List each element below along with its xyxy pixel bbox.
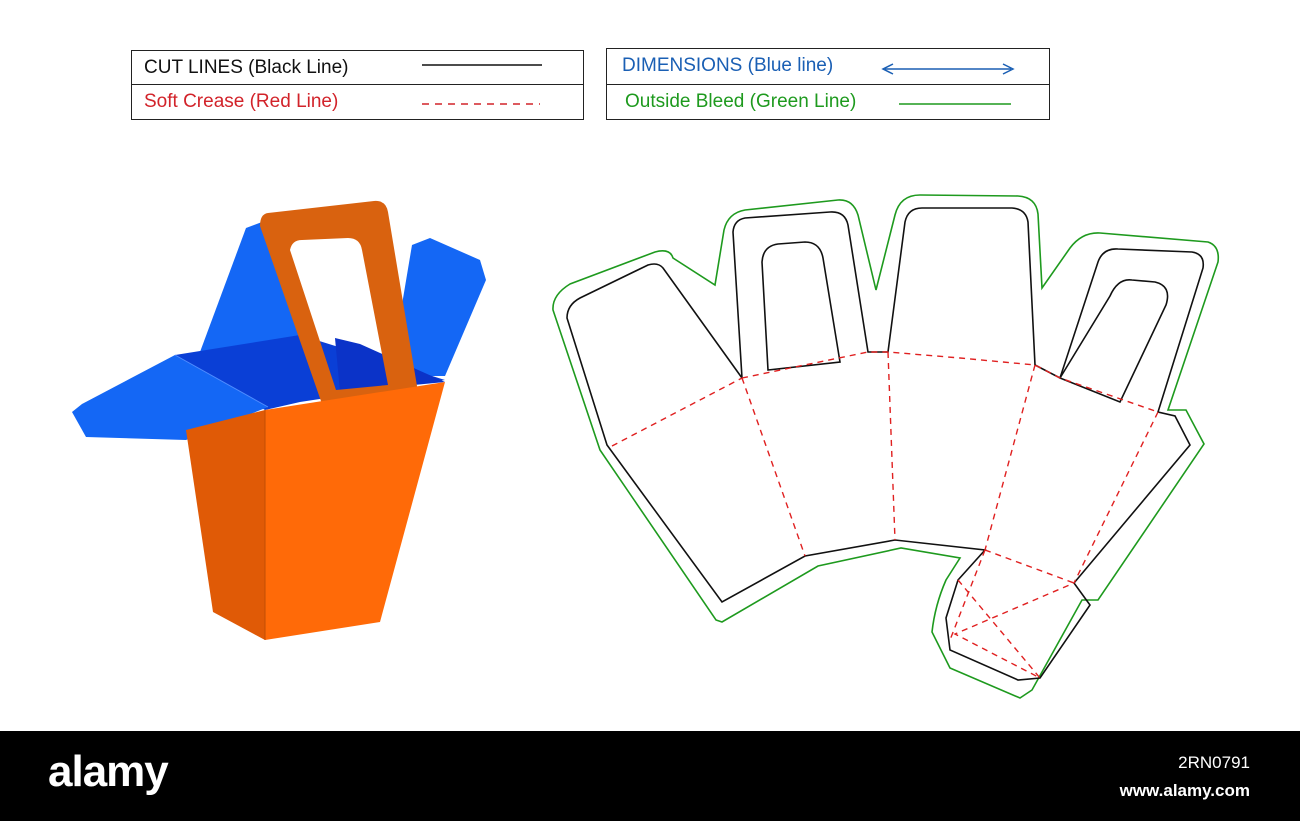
soft-crease-sample — [422, 103, 540, 105]
site-link[interactable]: www.alamy.com — [1119, 781, 1250, 800]
cut-line-sample — [422, 64, 542, 66]
footer-bar: alamy 2RN0791 www.alamy.com — [0, 731, 1300, 821]
legend-left: CUT LINES (Black Line) Soft Crease (Red … — [131, 50, 584, 120]
legend-row-soft-crease: Soft Crease (Red Line) — [132, 84, 583, 118]
crease-bottom-flap-1 — [984, 549, 1075, 584]
legend-right: DIMENSIONS (Blue line) Outside Bleed (Gr… — [606, 48, 1050, 120]
cut-outline — [566, 207, 1205, 681]
crease-left-panel — [611, 377, 743, 447]
crease-v4 — [1073, 411, 1159, 584]
crease-top-arc — [741, 351, 1159, 413]
box-front-panel — [265, 382, 445, 640]
legend-row-cut-lines: CUT LINES (Black Line) — [132, 51, 583, 84]
box-left-side-panel — [186, 410, 265, 640]
artwork-canvas — [72, 194, 1220, 699]
box-right-lid-flap — [390, 238, 486, 376]
legend-row-outside-bleed: Outside Bleed (Green Line) — [607, 84, 1049, 118]
outside-bleed-label: Outside Bleed (Green Line) — [625, 90, 857, 112]
box-3d-illustration — [72, 200, 486, 640]
dimensions-label: DIMENSIONS (Blue line) — [622, 54, 834, 76]
soft-crease-label: Soft Crease (Red Line) — [144, 90, 339, 112]
cut-lines-label: CUT LINES (Black Line) — [144, 56, 349, 78]
image-id: 2RN0791 — [1178, 753, 1250, 772]
dimension-arrow-sample — [881, 63, 1015, 75]
box-inner-wall — [175, 335, 445, 410]
box-handle — [260, 200, 418, 404]
crease-v2 — [887, 351, 896, 541]
handle-window-1 — [761, 241, 841, 371]
crease-v3 — [984, 364, 1036, 551]
crease-lines — [611, 351, 1159, 679]
crease-bottom-flap-3 — [949, 549, 986, 641]
legend-row-dimensions: DIMENSIONS (Blue line) — [607, 49, 1049, 82]
bleed-line-sample — [899, 103, 1011, 105]
crease-bottom-flap-2 — [953, 579, 1075, 679]
bleed-outline — [552, 194, 1220, 699]
crease-v1 — [741, 377, 806, 557]
dieline — [552, 194, 1220, 699]
handle-window-2 — [1058, 279, 1169, 404]
box-back-lid-panel — [200, 222, 318, 352]
box-left-lid-flap — [72, 355, 268, 440]
brand-logo[interactable]: alamy — [48, 747, 169, 796]
